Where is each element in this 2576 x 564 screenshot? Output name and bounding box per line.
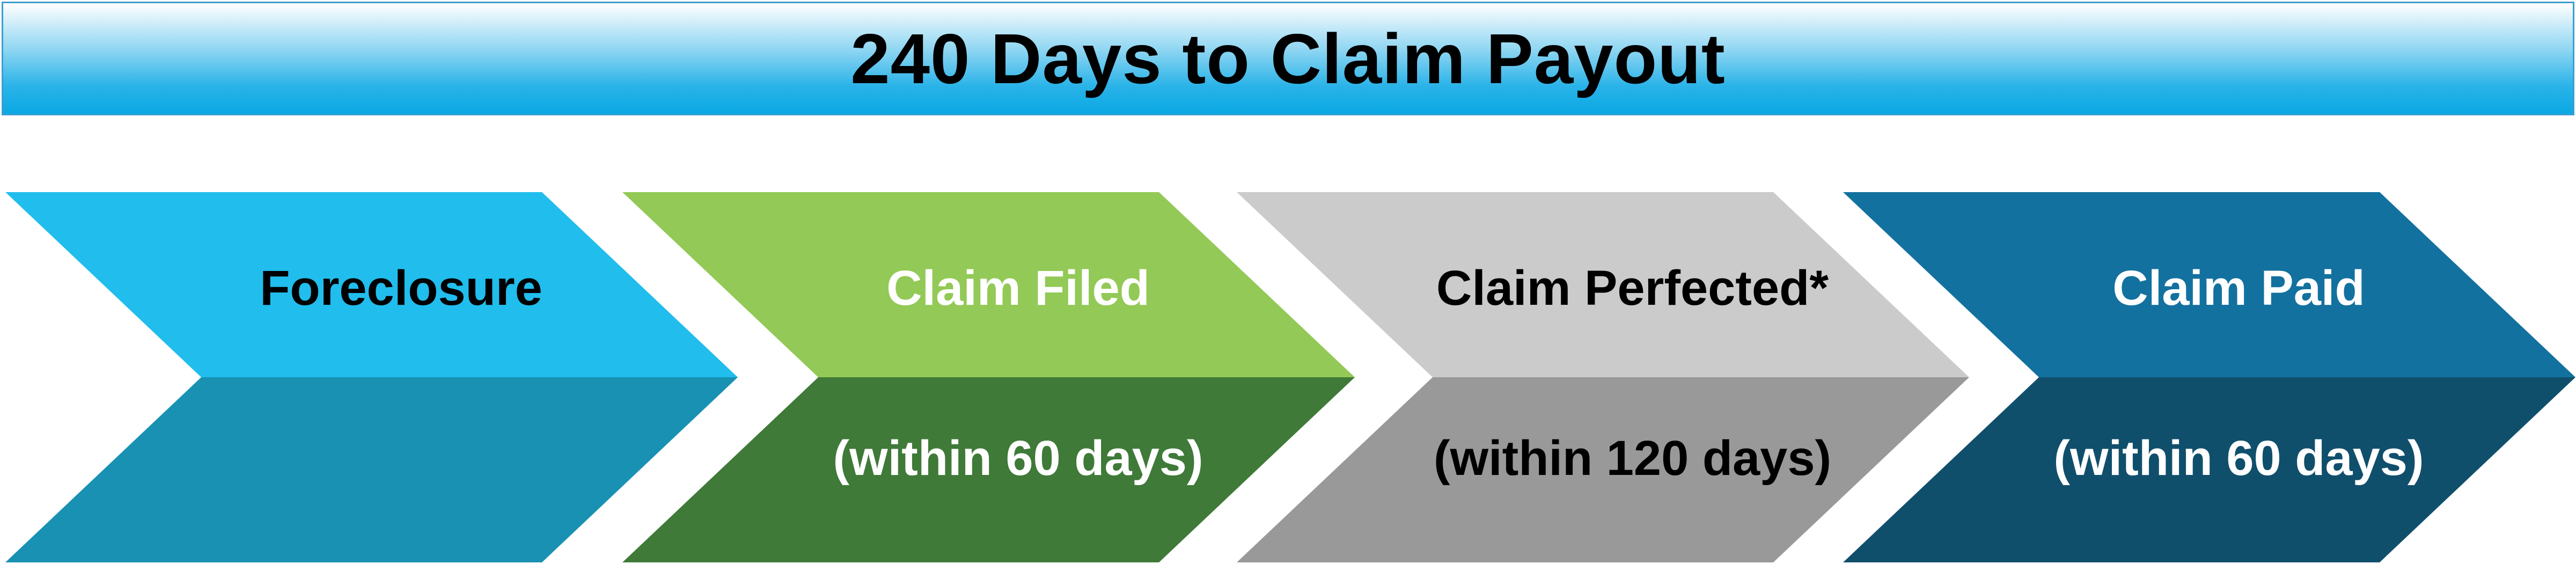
step-foreclosure-upper-band	[5, 192, 738, 377]
step-claim-paid-label: Claim Paid	[2112, 261, 2365, 316]
title-banner: 240 Days to Claim Payout	[2, 2, 2574, 115]
step-claim-paid-timeframe: (within 60 days)	[2053, 431, 2424, 486]
step-foreclosure-label: Foreclosure	[260, 261, 542, 316]
step-claim-paid-lower-band	[1843, 377, 2575, 562]
step-foreclosure: Foreclosure	[5, 192, 738, 562]
step-claim-paid: Claim Paid (within 60 days)	[1843, 192, 2575, 562]
step-foreclosure-lower-band	[5, 377, 738, 562]
step-claim-filed: Claim Filed (within 60 days)	[622, 192, 1355, 562]
step-claim-perfected-lower-band	[1237, 377, 1969, 562]
step-claim-filed-lower-band	[622, 377, 1355, 562]
step-claim-perfected-timeframe: (within 120 days)	[1434, 431, 1831, 486]
step-claim-perfected-upper-band	[1237, 192, 1969, 377]
step-claim-perfected: Claim Perfected* (within 120 days)	[1237, 192, 1969, 562]
step-claim-filed-timeframe: (within 60 days)	[833, 431, 1203, 486]
step-claim-paid-upper-band	[1843, 192, 2575, 377]
step-claim-filed-upper-band	[622, 192, 1355, 377]
diagram-title: 240 Days to Claim Payout	[850, 19, 1726, 98]
step-claim-perfected-label: Claim Perfected*	[1436, 261, 1829, 316]
step-claim-filed-label: Claim Filed	[886, 261, 1150, 316]
